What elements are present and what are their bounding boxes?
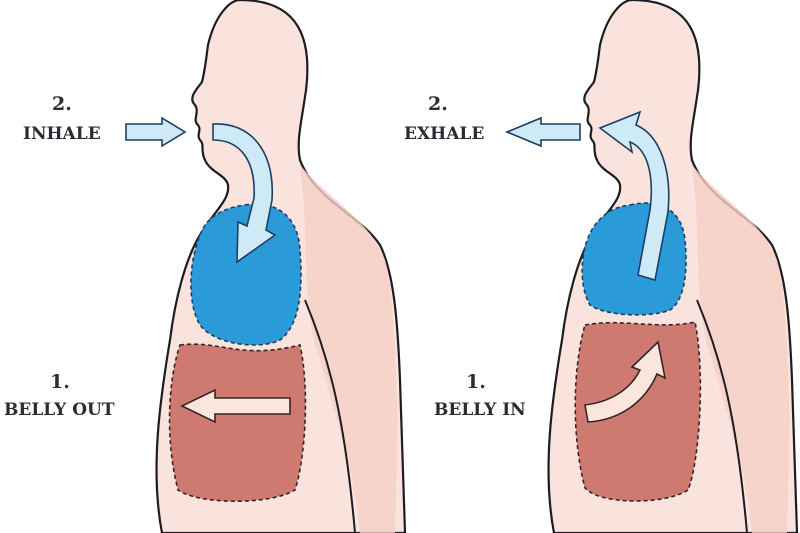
belly-out-arrow-icon — [180, 388, 291, 424]
right-step2-label: EXHALE — [404, 124, 484, 144]
airflow-down-arrow-icon — [212, 123, 277, 264]
left-figure: 2. INHALE 1. BELLY OUT — [4, 0, 407, 533]
belly-in-arrow-icon — [584, 340, 667, 423]
left-lungs-expanded — [190, 203, 302, 346]
left-step1-number: 1. — [50, 371, 70, 393]
left-step2-number: 2. — [52, 93, 72, 115]
inhale-arrow-icon — [125, 116, 187, 148]
right-step1-label: BELLY IN — [434, 400, 526, 420]
airflow-up-arrow-icon — [598, 110, 670, 282]
right-belly-contracted — [574, 321, 702, 502]
left-step2-label: INHALE — [23, 124, 101, 144]
left-step1-label: BELLY OUT — [4, 400, 115, 420]
exhale-arrow-icon — [504, 116, 581, 148]
right-lungs-contracted — [581, 202, 687, 316]
right-step2-number: 2. — [428, 93, 448, 115]
right-figure: 2. EXHALE 1. BELLY IN — [404, 0, 799, 533]
left-belly-expanded — [168, 343, 307, 503]
right-step1-number: 1. — [466, 371, 486, 393]
